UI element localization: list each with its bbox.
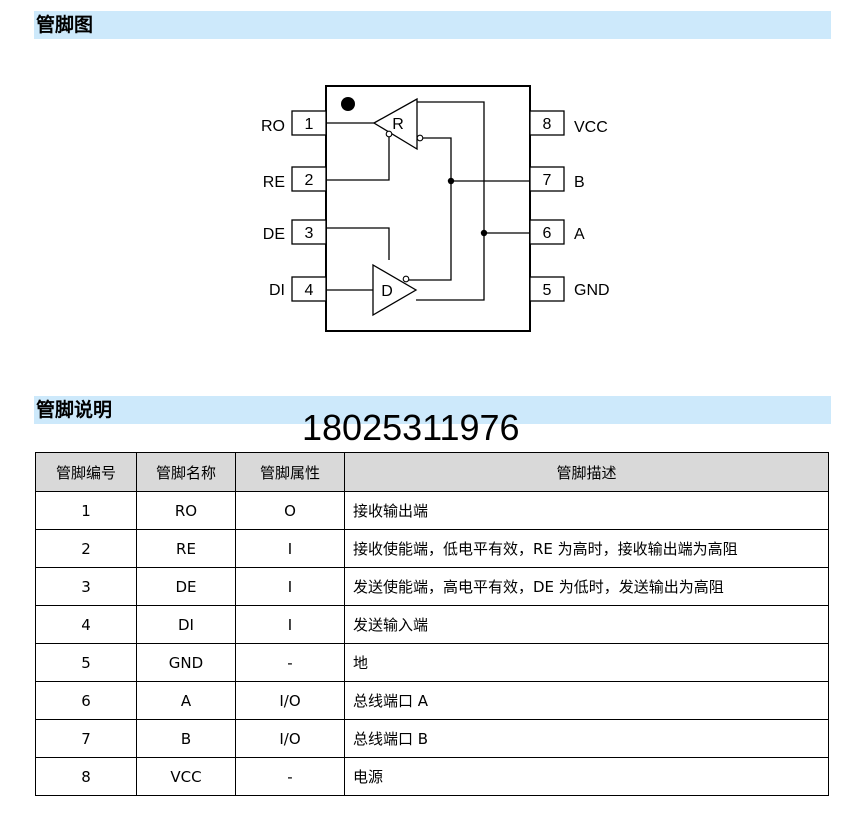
pin-label-vcc: VCC [574, 119, 608, 136]
receiver-buffer: R [372, 97, 424, 151]
cell-pin-name: GND [136, 643, 236, 682]
pin-description-table: 管脚编号 管脚名称 管脚属性 管脚描述 1 RO O 接收输出端 2 RE I … [35, 452, 829, 796]
cell-pin-number: 4 [35, 605, 137, 644]
cell-pin-attribute: - [235, 757, 345, 796]
pin-number-6: 6 [543, 225, 552, 242]
cell-pin-description: 电源 [344, 757, 829, 796]
cell-pin-attribute: - [235, 643, 345, 682]
table-row: 7 B I/O 总线端口 B [35, 719, 829, 758]
pin-label-b: B [574, 174, 585, 191]
cell-pin-description: 发送使能端，高电平有效，DE 为低时，发送输出为高阻 [344, 567, 829, 606]
cell-pin-name: VCC [136, 757, 236, 796]
wiring [326, 101, 530, 301]
table-row: 6 A I/O 总线端口 A [35, 681, 829, 720]
table-row: 3 DE I 发送使能端，高电平有效，DE 为低时，发送输出为高阻 [35, 567, 829, 606]
pin-number-5: 5 [543, 282, 552, 299]
header-pin-attribute: 管脚属性 [235, 452, 345, 492]
table-row: 1 RO O 接收输出端 [35, 491, 829, 530]
cell-pin-name: B [136, 719, 236, 758]
junction-a [480, 229, 488, 237]
pin-label-a: A [574, 226, 585, 243]
cell-pin-attribute: I/O [235, 719, 345, 758]
right-pins: 8 7 6 5 VCC B A GND [529, 110, 610, 302]
pin-label-de: DE [263, 226, 285, 243]
cell-pin-description: 总线端口 A [344, 681, 829, 720]
left-pins: 1 2 3 4 RO RE DE DI [261, 110, 327, 302]
receiver-label: R [392, 116, 404, 133]
description-section-bar: 管脚说明 [34, 396, 831, 424]
cell-pin-number: 7 [35, 719, 137, 758]
cell-pin-name: DI [136, 605, 236, 644]
driver-buffer: D [372, 263, 418, 317]
pin-number-8: 8 [543, 116, 552, 133]
cell-pin-number: 5 [35, 643, 137, 682]
pin1-marker [341, 97, 355, 111]
table-row: 2 RE I 接收使能端，低电平有效，RE 为高时，接收输出端为高阻 [35, 529, 829, 568]
table-header-row: 管脚编号 管脚名称 管脚属性 管脚描述 [35, 452, 829, 492]
junction-b [447, 177, 455, 185]
pin-number-4: 4 [305, 282, 314, 299]
cell-pin-attribute: I [235, 529, 345, 568]
cell-pin-attribute: I/O [235, 681, 345, 720]
cell-pin-number: 2 [35, 529, 137, 568]
pinout-section-title: 管脚图 [36, 14, 94, 36]
table-row: 8 VCC - 电源 [35, 757, 829, 796]
cell-pin-attribute: I [235, 605, 345, 644]
phone-number: 18025311976 [302, 407, 520, 448]
pinout-diagram: 1 2 3 4 RO RE DE DI 8 7 6 5 VCC B A GND … [261, 85, 610, 332]
cell-pin-number: 3 [35, 567, 137, 606]
cell-pin-name: RE [136, 529, 236, 568]
cell-pin-attribute: I [235, 567, 345, 606]
pin-number-2: 2 [305, 172, 314, 189]
cell-pin-description: 接收使能端，低电平有效，RE 为高时，接收输出端为高阻 [344, 529, 829, 568]
cell-pin-name: A [136, 681, 236, 720]
cell-pin-name: DE [136, 567, 236, 606]
header-pin-number: 管脚编号 [35, 452, 137, 492]
header-pin-description: 管脚描述 [344, 452, 829, 492]
cell-pin-description: 接收输出端 [344, 491, 829, 530]
pin-label-gnd: GND [574, 282, 610, 299]
driver-label: D [381, 283, 393, 300]
header-pin-name: 管脚名称 [136, 452, 236, 492]
pin-label-ro: RO [261, 118, 285, 135]
pin-label-di: DI [269, 282, 285, 299]
pin-number-7: 7 [543, 172, 552, 189]
table-row: 4 DI I 发送输入端 [35, 605, 829, 644]
chip-body [325, 85, 531, 332]
cell-pin-number: 6 [35, 681, 137, 720]
cell-pin-description: 地 [344, 643, 829, 682]
cell-pin-number: 8 [35, 757, 137, 796]
table-row: 5 GND - 地 [35, 643, 829, 682]
cell-pin-description: 发送输入端 [344, 605, 829, 644]
cell-pin-attribute: O [235, 491, 345, 530]
cell-pin-name: RO [136, 491, 236, 530]
cell-pin-description: 总线端口 B [344, 719, 829, 758]
pin-label-re: RE [263, 174, 285, 191]
pinout-section-bar: 管脚图 [34, 11, 831, 39]
description-section-title: 管脚说明 [36, 399, 113, 421]
pin-number-1: 1 [305, 116, 314, 133]
cell-pin-number: 1 [35, 491, 137, 530]
pin-number-3: 3 [305, 225, 314, 242]
